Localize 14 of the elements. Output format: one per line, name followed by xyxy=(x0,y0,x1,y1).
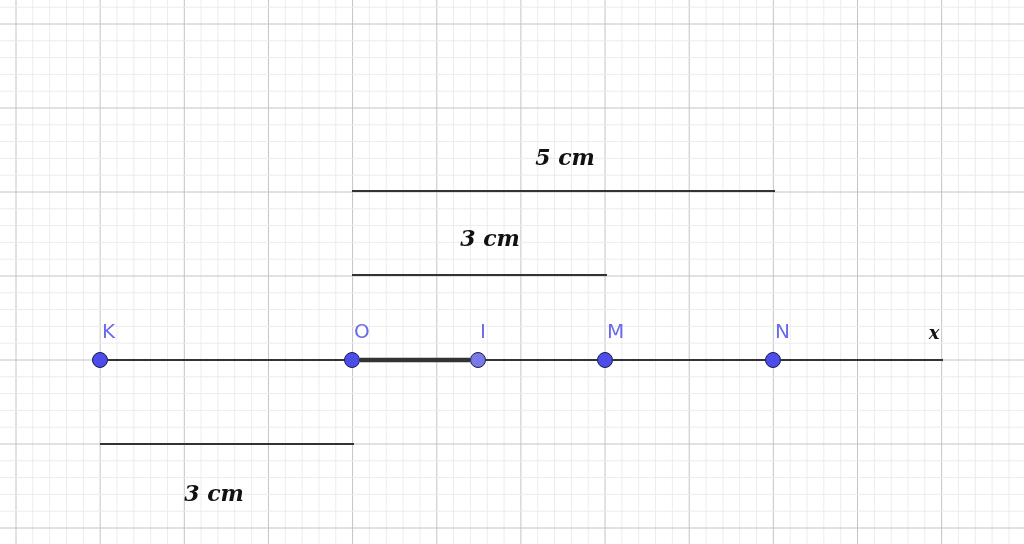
point-label: I xyxy=(480,321,486,341)
line-segment xyxy=(612,359,766,361)
line-segment xyxy=(780,359,944,361)
line-segment xyxy=(107,359,345,361)
measurement-label: 5 cm xyxy=(535,146,595,168)
point-label: N xyxy=(775,321,790,341)
point-label: O xyxy=(354,321,370,341)
measurement-label: 3 cm xyxy=(184,482,244,504)
measurement-label: 3 cm xyxy=(460,227,520,249)
line-segment xyxy=(485,359,598,361)
point-label: K xyxy=(102,321,116,341)
point-label: M xyxy=(607,321,625,341)
line-segment xyxy=(360,357,470,363)
axis-label: x xyxy=(928,324,940,342)
